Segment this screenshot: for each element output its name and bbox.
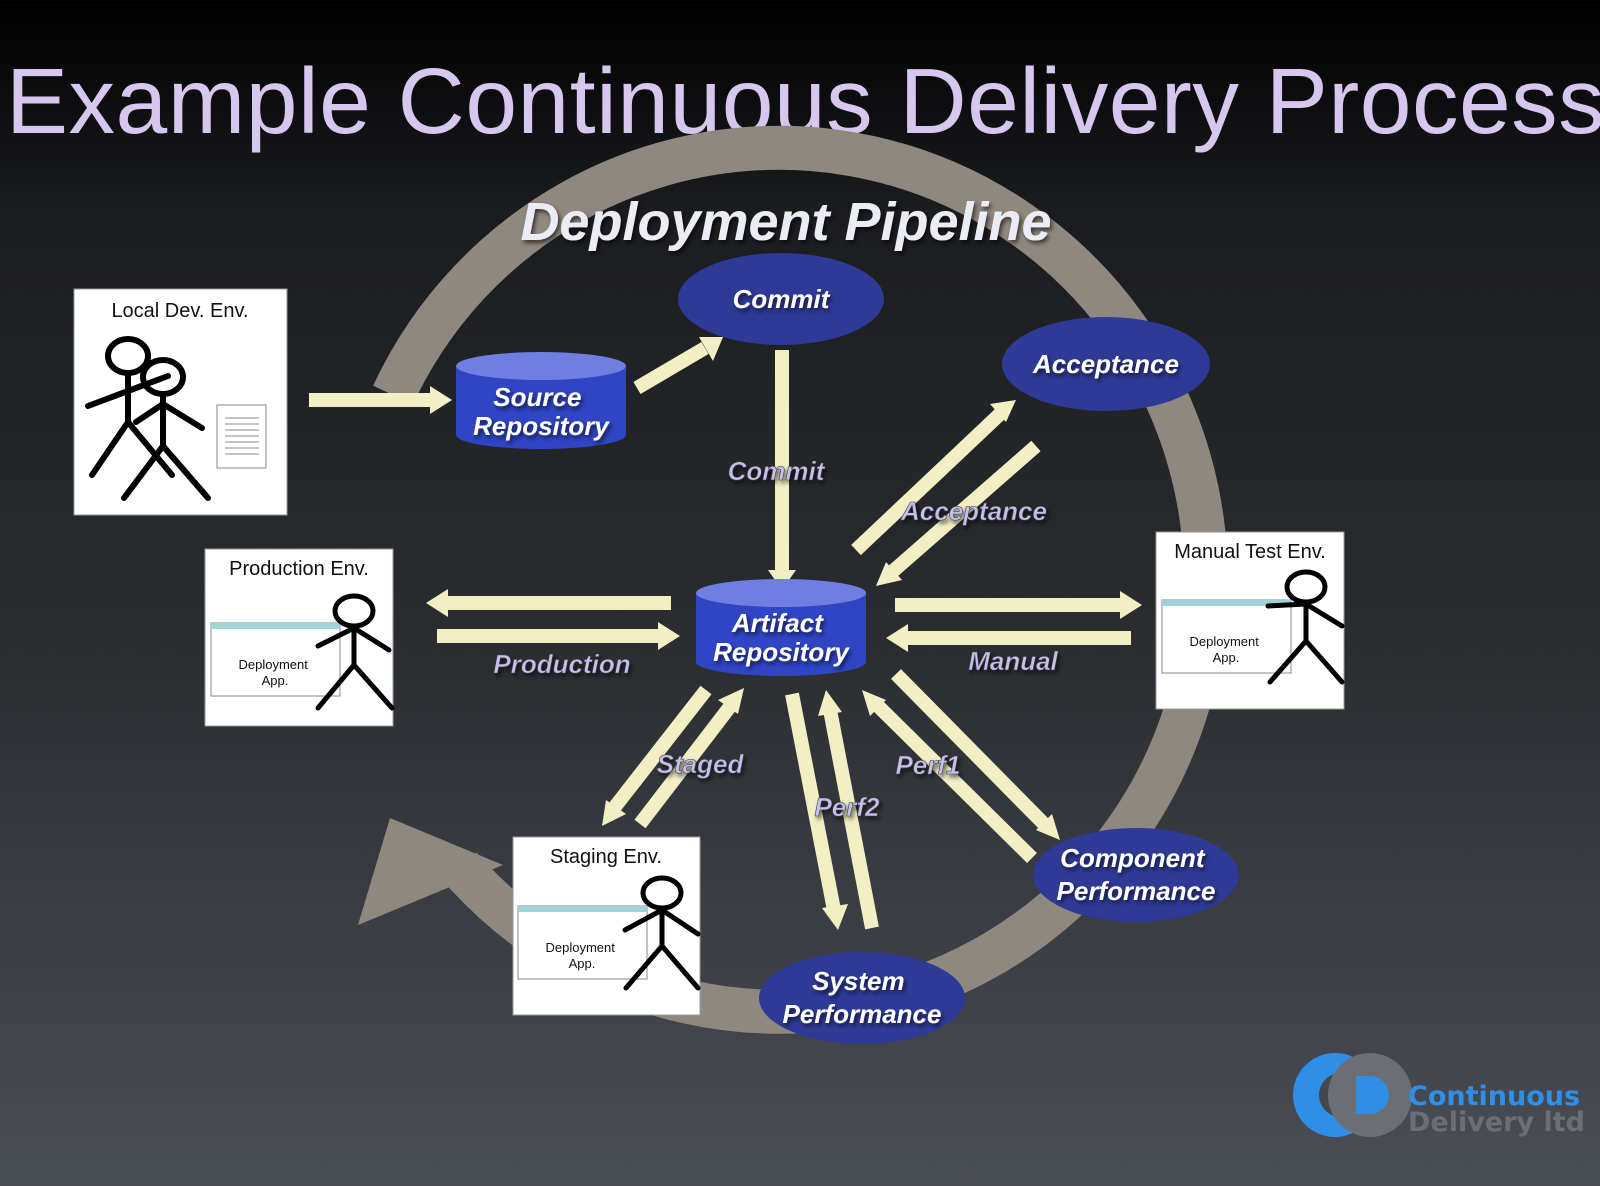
pipeline-label: Deployment Pipeline bbox=[520, 192, 1051, 252]
deployment-app-window: Deployment App. bbox=[1161, 599, 1292, 674]
component-performance-label-line1: Component bbox=[1060, 843, 1206, 873]
system-performance-label-line2: Performance bbox=[783, 999, 942, 1029]
arrow-source-to-commit bbox=[633, 337, 723, 395]
staging-env-title: Staging Env. bbox=[550, 846, 662, 868]
source-repository-node: Source Repository bbox=[456, 352, 626, 449]
arrow-system-perf-to-artifact bbox=[818, 690, 879, 930]
arrow-artifact-to-staging bbox=[602, 685, 712, 826]
artifact-repository-label-line2: Repository bbox=[713, 637, 850, 667]
component-performance-node: Component Performance bbox=[1033, 828, 1239, 922]
developer-stick-figure-icon bbox=[85, 336, 211, 501]
manual-test-env-title: Manual Test Env. bbox=[1174, 541, 1326, 563]
arrow-artifact-to-acceptance bbox=[851, 400, 1016, 556]
commit-stage-node: Commit bbox=[678, 253, 884, 345]
arrow-artifact-to-manual bbox=[895, 591, 1142, 619]
manual-test-app-label-line2: App. bbox=[1213, 650, 1240, 665]
stage-label-perf2: Perf2 bbox=[814, 792, 880, 822]
svg-text:Deployment App.: Deployment App. bbox=[546, 940, 619, 971]
flow-arrows bbox=[309, 337, 1142, 930]
production-env-box: Production Env. Deployment App. bbox=[204, 548, 395, 727]
stage-label-staged: Staged bbox=[657, 749, 745, 779]
operator-stick-figure-icon bbox=[315, 593, 395, 711]
system-performance-label-line1: System bbox=[812, 966, 905, 996]
svg-text:Component Performance: Component Performance bbox=[1057, 843, 1216, 906]
source-repository-label-line1: Source bbox=[493, 382, 581, 412]
local-dev-env-box: Local Dev. Env. bbox=[73, 288, 288, 516]
cycle-arrowhead bbox=[358, 818, 503, 925]
production-app-label-line2: App. bbox=[262, 673, 289, 688]
logo-text-line1: Continuous bbox=[1408, 1081, 1580, 1112]
tester-stick-figure-icon bbox=[1265, 569, 1345, 685]
arrow-staging-to-artifact bbox=[634, 688, 744, 829]
component-performance-label-line2: Performance bbox=[1057, 876, 1216, 906]
arrow-production-to-artifact bbox=[437, 622, 680, 650]
artifact-repository-node: Artifact Repository bbox=[696, 579, 866, 676]
arrow-local-to-source bbox=[309, 386, 452, 414]
arrow-artifact-to-system-perf bbox=[785, 692, 848, 930]
stage-label-production: Production bbox=[493, 649, 630, 679]
arrow-manual-to-artifact bbox=[886, 624, 1131, 652]
commit-stage-label: Commit bbox=[733, 284, 831, 314]
acceptance-stage-node: Acceptance bbox=[1002, 317, 1210, 411]
cd-logo-icon bbox=[1293, 1053, 1412, 1137]
stage-label-acceptance: Acceptance bbox=[900, 496, 1047, 526]
svg-text:Artifact Repository: Artifact Repository bbox=[713, 608, 850, 667]
svg-text:System Performance: System Performance bbox=[783, 966, 942, 1029]
staging-app-label-line1: Deployment bbox=[546, 940, 616, 955]
svg-text:Source Repository: Source Repository bbox=[473, 382, 610, 441]
continuous-delivery-logo: Continuous Delivery ltd bbox=[1293, 1053, 1585, 1138]
system-performance-node: System Performance bbox=[759, 952, 965, 1044]
staging-app-label-line2: App. bbox=[569, 956, 596, 971]
staging-stick-figure-icon bbox=[622, 875, 701, 991]
local-dev-env-title: Local Dev. Env. bbox=[111, 300, 248, 322]
manual-test-env-box: Manual Test Env. Deployment App. bbox=[1155, 531, 1345, 710]
stage-label-commit: Commit bbox=[728, 456, 826, 486]
production-env-title: Production Env. bbox=[229, 558, 369, 580]
document-icon bbox=[216, 404, 267, 469]
logo-text-line2: Delivery ltd bbox=[1408, 1107, 1585, 1138]
source-repository-label-line2: Repository bbox=[473, 411, 610, 441]
artifact-repository-label-line1: Artifact bbox=[731, 608, 824, 638]
arrow-component-perf-to-artifact bbox=[862, 690, 1037, 863]
arrow-artifact-to-production bbox=[426, 589, 671, 617]
stage-label-perf1: Perf1 bbox=[895, 750, 960, 780]
acceptance-stage-label: Acceptance bbox=[1032, 349, 1179, 379]
stage-label-manual: Manual bbox=[968, 646, 1058, 676]
deployment-app-window: Deployment App. bbox=[210, 622, 341, 697]
svg-text:Deployment App.: Deployment App. bbox=[239, 657, 312, 688]
staging-env-box: Staging Env. Deployment App. bbox=[512, 836, 701, 1016]
deployment-app-window: Deployment App. bbox=[517, 905, 648, 980]
arrow-acceptance-to-artifact bbox=[876, 440, 1041, 586]
manual-test-app-label-line1: Deployment bbox=[1190, 634, 1260, 649]
arrow-artifact-to-component-perf bbox=[891, 669, 1060, 840]
svg-text:Deployment App.: Deployment App. bbox=[1190, 634, 1263, 665]
production-app-label-line1: Deployment bbox=[239, 657, 309, 672]
